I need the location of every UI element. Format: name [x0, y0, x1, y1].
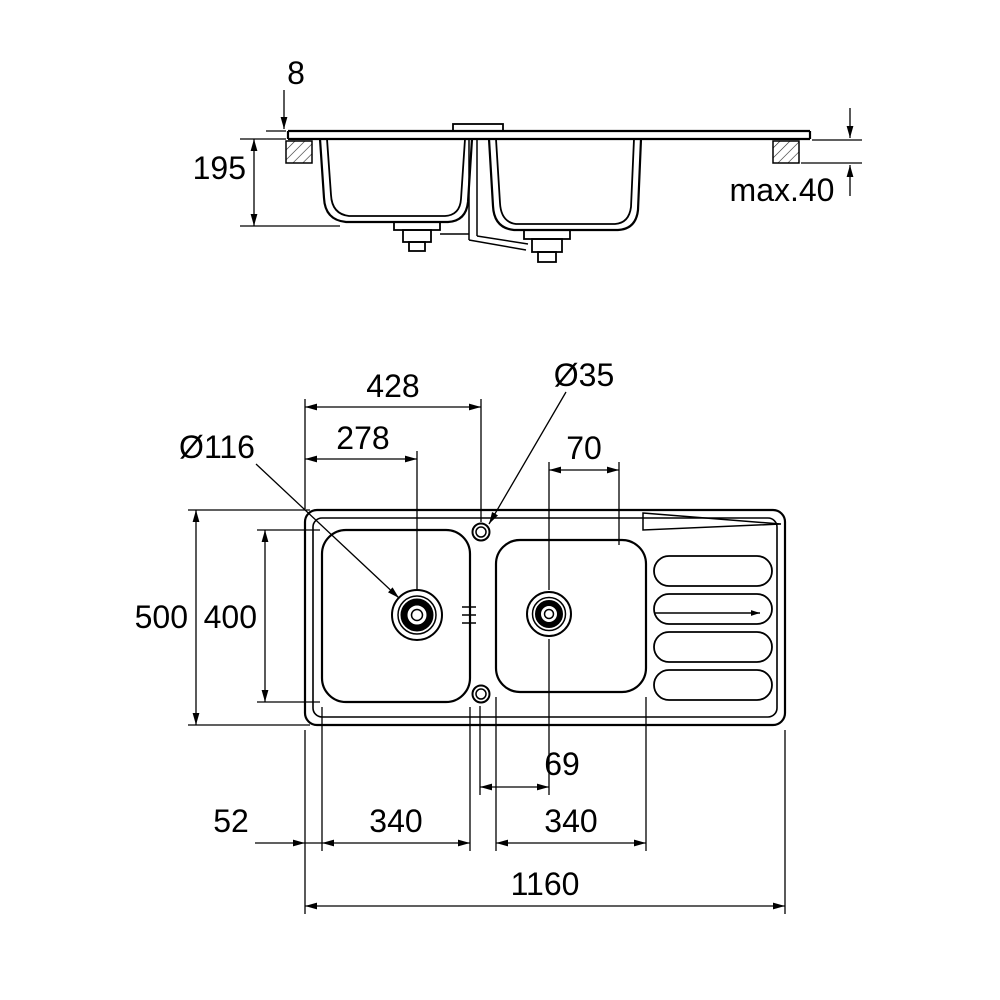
dimension-right-drain-center-offset: 69	[479, 639, 580, 795]
dim-label-428: 428	[366, 368, 419, 404]
counter-section-left	[285, 140, 313, 164]
sink-outline	[303, 508, 787, 727]
dimension-bowl-inner-depth: 400	[204, 529, 320, 703]
dim-label-195: 195	[193, 150, 246, 186]
tap-hole-top	[471, 522, 491, 542]
callout-tap-hole-diameter: Ø35	[488, 357, 614, 525]
drain-fitting-left-section	[393, 221, 441, 252]
dim-label-69: 69	[544, 746, 580, 782]
dim-label-max40: max.40	[730, 172, 835, 208]
dimension-edge-margin: 52	[213, 803, 322, 847]
dim-label-d116: Ø116	[179, 429, 255, 465]
bowl-right	[494, 538, 648, 694]
dimension-overall-width: 1160	[304, 730, 786, 914]
counter-section-right	[772, 140, 800, 164]
dim-label-340-right: 340	[544, 803, 597, 839]
overflow-pipes-section	[440, 139, 529, 251]
dimension-rim-height: 8	[240, 55, 305, 140]
drain-left	[391, 589, 443, 641]
dim-label-d35: Ø35	[554, 357, 614, 393]
dim-label-52: 52	[213, 803, 249, 839]
bowl-right-section	[487, 138, 643, 232]
dim-label-1160: 1160	[511, 866, 580, 902]
elevation-view: 8 195 max.40	[193, 55, 862, 263]
drainer-board	[642, 512, 782, 701]
dimension-left-bowl-width: 340	[321, 707, 471, 851]
drainer-slope-wedge	[642, 512, 782, 531]
dimension-drain-offset: 278	[305, 420, 418, 589]
dimension-counter-thickness: max.40	[730, 108, 862, 208]
dim-label-340-left: 340	[369, 803, 422, 839]
dim-label-278: 278	[336, 420, 389, 456]
dim-label-400: 400	[204, 599, 257, 635]
drain-right	[526, 591, 572, 637]
dimension-bowl-depth: 195	[193, 139, 340, 227]
dimension-right-bowl-width: 340	[495, 697, 647, 851]
tap-hole-bottom	[471, 684, 491, 704]
overflow-slot	[462, 606, 476, 624]
dim-label-500: 500	[135, 599, 188, 635]
tap-deck-boss	[452, 123, 504, 132]
dimension-overall-depth: 500	[135, 509, 310, 726]
callout-drain-diameter: Ø116	[179, 429, 400, 599]
bowl-left-section	[318, 138, 474, 224]
dimension-right-drain-top-offset: 70	[548, 430, 620, 590]
sink-rim-section	[286, 123, 812, 141]
sink-rim-inner-line	[312, 517, 778, 718]
plan-view: 428 278 Ø116 Ø35 70	[135, 357, 787, 914]
dim-label-70: 70	[566, 430, 602, 466]
drain-fitting-right-section	[523, 229, 571, 263]
bowl-left	[320, 528, 472, 704]
dim-label-8: 8	[287, 55, 305, 91]
dimension-tap-offset: 428	[304, 368, 482, 522]
